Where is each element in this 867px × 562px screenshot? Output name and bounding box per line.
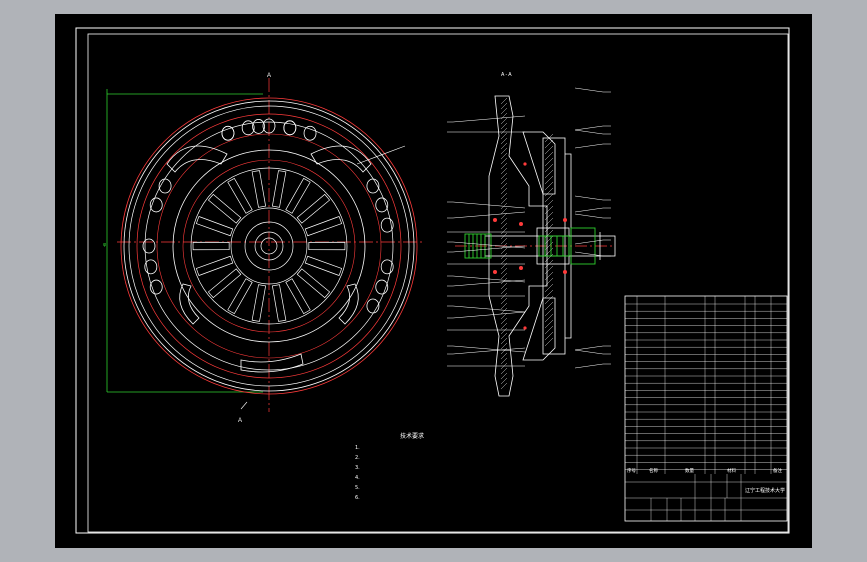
bolt-hole xyxy=(149,197,163,213)
pressure-plate-rings xyxy=(120,97,418,395)
bolt-hole xyxy=(252,119,265,134)
bolt-hole xyxy=(380,217,394,233)
spring-finger xyxy=(207,268,242,299)
bolt-hole xyxy=(158,178,172,194)
spring-finger xyxy=(308,241,346,251)
bolt-hole xyxy=(366,298,380,314)
bom-header-cell: 序号 xyxy=(627,467,636,474)
outer-frame xyxy=(75,27,790,534)
school-name: 辽宁工程技术大学 xyxy=(745,487,785,494)
dimension-lines xyxy=(106,89,263,393)
inner-frame xyxy=(87,33,789,533)
bolt-hole xyxy=(144,259,158,275)
spring-finger xyxy=(285,278,311,315)
spring-finger xyxy=(285,177,311,214)
tech-requirement-3: 3. xyxy=(355,465,360,471)
bolt-hole xyxy=(262,118,276,134)
spring-finger xyxy=(192,241,230,251)
spring-finger xyxy=(227,278,253,315)
bom-header-cell: 名称 xyxy=(649,467,658,474)
bolt-hole xyxy=(366,178,380,194)
bolt-hole xyxy=(221,125,235,141)
cut-mark-top: A xyxy=(267,73,271,79)
front-view: φ A A xyxy=(103,73,425,424)
spring-finger xyxy=(207,193,242,224)
bolt-hole xyxy=(149,279,163,295)
dimension-text: φ xyxy=(103,242,107,248)
bom-header-cell: 材料 xyxy=(727,467,736,474)
spring-finger xyxy=(271,170,287,208)
bolt-hole xyxy=(380,259,394,275)
spring-finger xyxy=(227,177,253,214)
bom-header-cell: 备注 xyxy=(773,467,782,474)
tech-requirements-title: 技术要求 xyxy=(400,433,425,440)
title-block: 辽宁工程技术大学 序号 名称 数量 材料 备注 xyxy=(624,295,788,522)
spring-finger xyxy=(195,255,234,276)
bolt-hole xyxy=(375,279,389,295)
bolt-hole xyxy=(375,197,389,213)
spring-finger xyxy=(304,216,343,237)
spring-finger xyxy=(296,268,331,299)
cut-mark-bottom: A xyxy=(238,418,242,424)
bolt-hole xyxy=(283,120,297,136)
leader-line xyxy=(356,145,406,165)
tech-requirement-2: 2. xyxy=(355,455,360,461)
tech-requirement-1: 1. xyxy=(355,445,360,451)
section-hatching xyxy=(500,97,554,390)
tech-requirement-6: 6. xyxy=(355,495,360,501)
bom-header-cell: 数量 xyxy=(685,467,694,474)
center-lines xyxy=(117,78,425,412)
section-label: A - A xyxy=(501,72,512,78)
bolt-hole xyxy=(241,120,255,136)
housing-outline xyxy=(488,95,572,397)
spring-finger xyxy=(251,284,267,322)
bolt-hole xyxy=(303,125,317,141)
spring-finger xyxy=(271,284,287,322)
drawing-sheet: φ A A xyxy=(55,14,812,548)
spring-finger xyxy=(304,255,343,276)
bolt-holes xyxy=(142,118,394,314)
bolt-hole xyxy=(142,238,156,254)
balls-and-rivets xyxy=(493,162,567,330)
section-view: A - A xyxy=(447,72,616,397)
spring-finger xyxy=(195,216,234,237)
clutch-assembly-drawing: φ A A xyxy=(75,27,790,534)
tech-requirement-5: 5. xyxy=(355,485,360,491)
diaphragm-spring-fingers xyxy=(192,170,346,322)
spring-finger xyxy=(296,193,331,224)
tech-requirement-4: 4. xyxy=(355,475,360,481)
drive-straps xyxy=(166,145,372,373)
part-leaders xyxy=(447,87,611,369)
release-bearing xyxy=(464,227,596,265)
spring-finger xyxy=(251,170,267,208)
